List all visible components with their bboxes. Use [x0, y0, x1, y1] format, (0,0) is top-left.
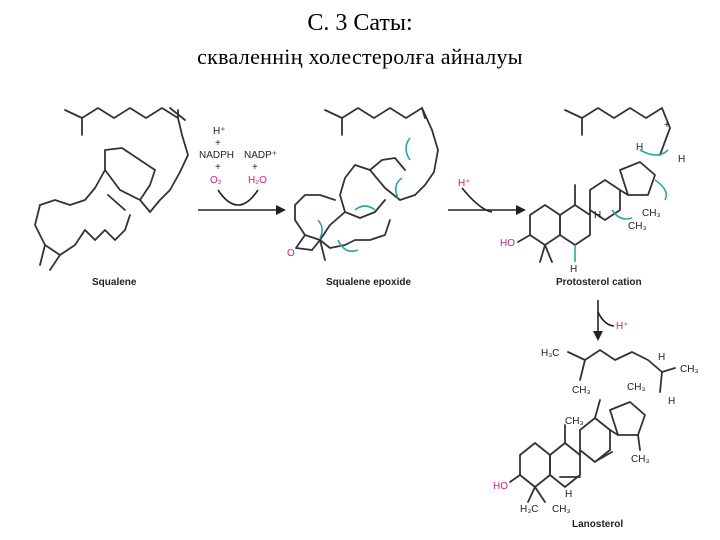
squalene-epoxide-structure — [294, 107, 439, 261]
reaction-arrow-1 — [198, 189, 286, 215]
lanosterol-h-5: H — [565, 489, 572, 500]
protosterol-ch3-1: CH₃ — [642, 208, 661, 219]
reagent-h2o: H₂O — [248, 175, 267, 186]
lanosterol-label: Lanosterol — [572, 519, 623, 530]
lanosterol-ch3-c14: CH₃ — [631, 454, 650, 465]
reagent-nadp-plus: NADP⁺ — [244, 150, 277, 161]
protosterol-cation-label: Protosterol cation — [556, 277, 642, 288]
arrow2-h-plus: H⁺ — [458, 178, 471, 189]
reagent-h-plus: H⁺ — [213, 126, 226, 137]
lanosterol-h3c-bottom: H₃C — [520, 504, 539, 515]
reagent-plus-2: + — [215, 162, 221, 173]
squalene-label: Squalene — [92, 277, 137, 288]
protosterol-ch3-2: CH₃ — [628, 221, 647, 232]
lanosterol-h3c-top: H₃C — [541, 348, 560, 359]
reaction-arrow-2 — [448, 187, 526, 215]
reagents-block: H⁺ + NADPH + O₂ NADP⁺ + H₂O — [199, 126, 277, 186]
lanosterol-ch3-chain: CH₃ — [572, 385, 591, 396]
lanosterol-ch3-c19: CH₃ — [565, 416, 584, 427]
arrow3-h-plus: H⁺ — [616, 321, 629, 332]
reagent-o2: O₂ — [210, 175, 222, 186]
reagent-plus-1: + — [215, 138, 221, 149]
lanosterol-ch3-bottom: CH₃ — [552, 504, 571, 515]
reaction-arrow-3 — [593, 300, 615, 341]
lanosterol-h-top: H — [658, 352, 665, 363]
slide-subtitle: скваленнің холестеролға айналуы — [197, 44, 523, 69]
lanosterol-structure — [509, 349, 676, 503]
lanosterol-ch3-c18: CH₃ — [627, 382, 646, 393]
reagent-plus-3: + — [252, 162, 258, 173]
protosterol-h-4: H — [570, 264, 577, 275]
lanosterol-ho: HO — [493, 481, 508, 492]
reagent-nadph: NADPH — [199, 150, 234, 161]
lanosterol-h-17: H — [668, 396, 675, 407]
squalene-structure — [34, 107, 189, 271]
protosterol-h-1: H — [636, 142, 643, 153]
slide-title: С. 3 Саты: — [307, 10, 413, 36]
protosterol-h-3: H — [594, 210, 601, 221]
protosterol-h-2: H — [678, 154, 685, 165]
protosterol-ho: HO — [500, 238, 515, 249]
lanosterol-ch3-side: CH₃ — [680, 364, 699, 375]
squalene-epoxide-label: Squalene epoxide — [326, 277, 411, 288]
protosterol-cation-structure — [517, 107, 671, 263]
cation-plus-sign: + — [664, 120, 670, 131]
epoxide-oxygen: O — [287, 248, 295, 259]
